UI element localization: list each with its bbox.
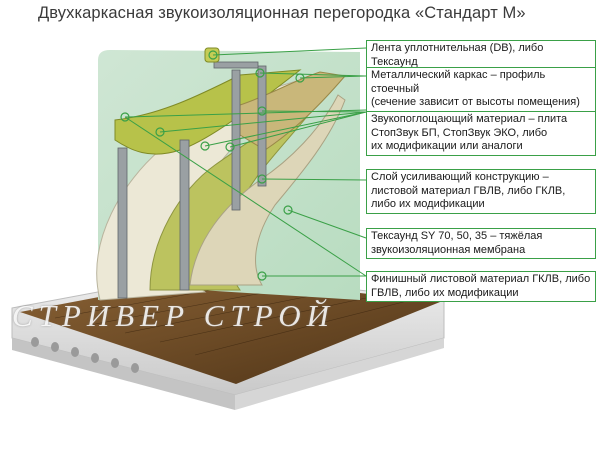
watermark-text: СТРИВЕР СТРОЙ [12, 298, 336, 333]
callout-membrane: Тексаунд SY 70, 50, 35 – тяжёлая звукоиз… [366, 228, 596, 259]
leader-dots [120, 50, 305, 281]
page-title: Двухкаркасная звукоизоляционная перегоро… [38, 4, 526, 22]
callout-metal-frame: Металлический каркас – профиль стоечный … [366, 67, 596, 112]
callout-finishing-sheet: Финишный листовой материал ГКЛВ, либо ГВ… [366, 271, 596, 302]
leader-lines [124, 47, 367, 277]
partition-layers [96, 47, 346, 301]
callout-reinforcing-layer: Слой усиливающий конструкцию – листовой … [366, 169, 596, 214]
callout-sound-absorber: Звукопоглощающий материал – плита СтопЗв… [366, 111, 596, 156]
callout-sealing-tape: Лента уплотнительная (DB), либо Тексаунд [366, 40, 596, 71]
